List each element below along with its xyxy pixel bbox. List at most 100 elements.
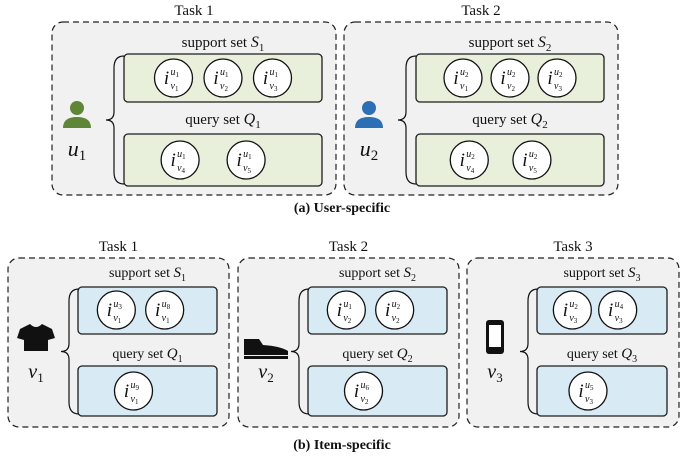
svg-text:i: i	[337, 300, 342, 321]
panel-a-caption: (a) User-specific	[294, 201, 390, 216]
support-set-label: support set S1	[109, 265, 186, 284]
svg-text:support set S2: support set S2	[339, 265, 416, 284]
svg-text:i: i	[608, 300, 613, 321]
svg-text:i: i	[263, 68, 268, 89]
svg-text:i: i	[547, 68, 552, 89]
query-set-label: query set Q3	[567, 346, 637, 365]
query-set-label: query set Q1	[185, 111, 260, 131]
item-label: v3	[487, 361, 502, 385]
svg-text:v2: v2	[361, 394, 369, 406]
svg-text:v5: v5	[529, 163, 537, 175]
query-set-label: query set Q2	[342, 346, 412, 365]
grouping-brace	[519, 288, 539, 415]
support-set-label: support set S2	[339, 265, 416, 284]
svg-text:i: i	[563, 300, 568, 321]
svg-text:i: i	[236, 150, 241, 171]
svg-text:v5: v5	[243, 163, 251, 175]
svg-text:u2: u2	[569, 299, 578, 311]
panel-b-caption: (b) Item-specific	[293, 438, 391, 453]
svg-text:u2: u2	[466, 149, 475, 161]
grouping-brace	[290, 288, 310, 415]
svg-text:i: i	[124, 381, 129, 402]
svg-text:v1: v1	[113, 313, 121, 325]
svg-text:v4: v4	[177, 163, 185, 175]
svg-text:v1: v1	[162, 313, 170, 325]
svg-text:u5: u5	[585, 380, 594, 392]
svg-text:u1: u1	[243, 149, 252, 161]
svg-text:v1: v1	[131, 394, 139, 406]
svg-text:v1: v1	[171, 81, 179, 93]
tshirt-icon	[17, 324, 55, 351]
grouping-brace	[105, 55, 125, 185]
user-label: u2	[360, 136, 379, 164]
svg-text:u3: u3	[113, 299, 122, 311]
svg-text:support set S3: support set S3	[563, 265, 640, 284]
svg-text:u1: u1	[177, 149, 186, 161]
grouping-brace	[60, 288, 80, 415]
task-title: Task 1	[174, 3, 213, 19]
svg-text:i: i	[164, 68, 169, 89]
svg-text:u1: u1	[220, 67, 229, 79]
svg-text:u9: u9	[131, 380, 140, 392]
svg-text:u4: u4	[615, 299, 624, 311]
task-title: Task 2	[461, 3, 500, 19]
svg-text:i: i	[170, 150, 175, 171]
svg-text:v2: v2	[507, 81, 515, 93]
query-set-label: query set Q2	[472, 111, 547, 131]
svg-text:v2: v2	[343, 313, 351, 325]
svg-text:u2: u2	[392, 299, 401, 311]
task-title: Task 2	[329, 239, 368, 255]
item-label: v1	[28, 361, 43, 385]
svg-text:i: i	[500, 68, 505, 89]
svg-text:u6: u6	[361, 380, 370, 392]
svg-text:v3: v3	[615, 313, 623, 325]
svg-text:v3: v3	[585, 394, 593, 406]
user-icon	[63, 101, 91, 128]
svg-text:i: i	[578, 381, 583, 402]
svg-text:support set S2: support set S2	[469, 34, 552, 54]
svg-text:u1: u1	[343, 299, 352, 311]
svg-text:u2: u2	[460, 67, 469, 79]
user-label: u1	[68, 136, 87, 164]
svg-text:i: i	[107, 300, 112, 321]
task-title: Task 1	[99, 239, 138, 255]
query-set-box	[415, 133, 605, 187]
svg-text:v3: v3	[554, 81, 562, 93]
svg-text:u1: u1	[270, 67, 279, 79]
query-set-label: query set Q1	[112, 346, 182, 365]
svg-text:query set Q2: query set Q2	[342, 346, 412, 365]
svg-text:v1: v1	[460, 81, 468, 93]
support-set-label: support set S1	[182, 34, 265, 54]
svg-text:i: i	[155, 300, 160, 321]
svg-text:query set Q2: query set Q2	[472, 111, 547, 131]
svg-text:query set Q1: query set Q1	[185, 111, 260, 131]
support-set-label: support set S3	[563, 265, 640, 284]
shoe-icon	[244, 339, 288, 359]
svg-text:query set Q1: query set Q1	[112, 346, 182, 365]
support-set-label: support set S2	[469, 34, 552, 54]
svg-text:u2: u2	[507, 67, 516, 79]
task-title: Task 3	[553, 239, 592, 255]
svg-text:v3: v3	[569, 313, 577, 325]
svg-text:support set S1: support set S1	[109, 265, 186, 284]
user-icon	[355, 101, 383, 128]
svg-text:v3: v3	[270, 81, 278, 93]
svg-text:v4: v4	[466, 163, 474, 175]
svg-text:i: i	[522, 150, 527, 171]
svg-text:u8: u8	[162, 299, 171, 311]
svg-text:query set Q3: query set Q3	[567, 346, 637, 365]
svg-text:u1: u1	[171, 67, 180, 79]
